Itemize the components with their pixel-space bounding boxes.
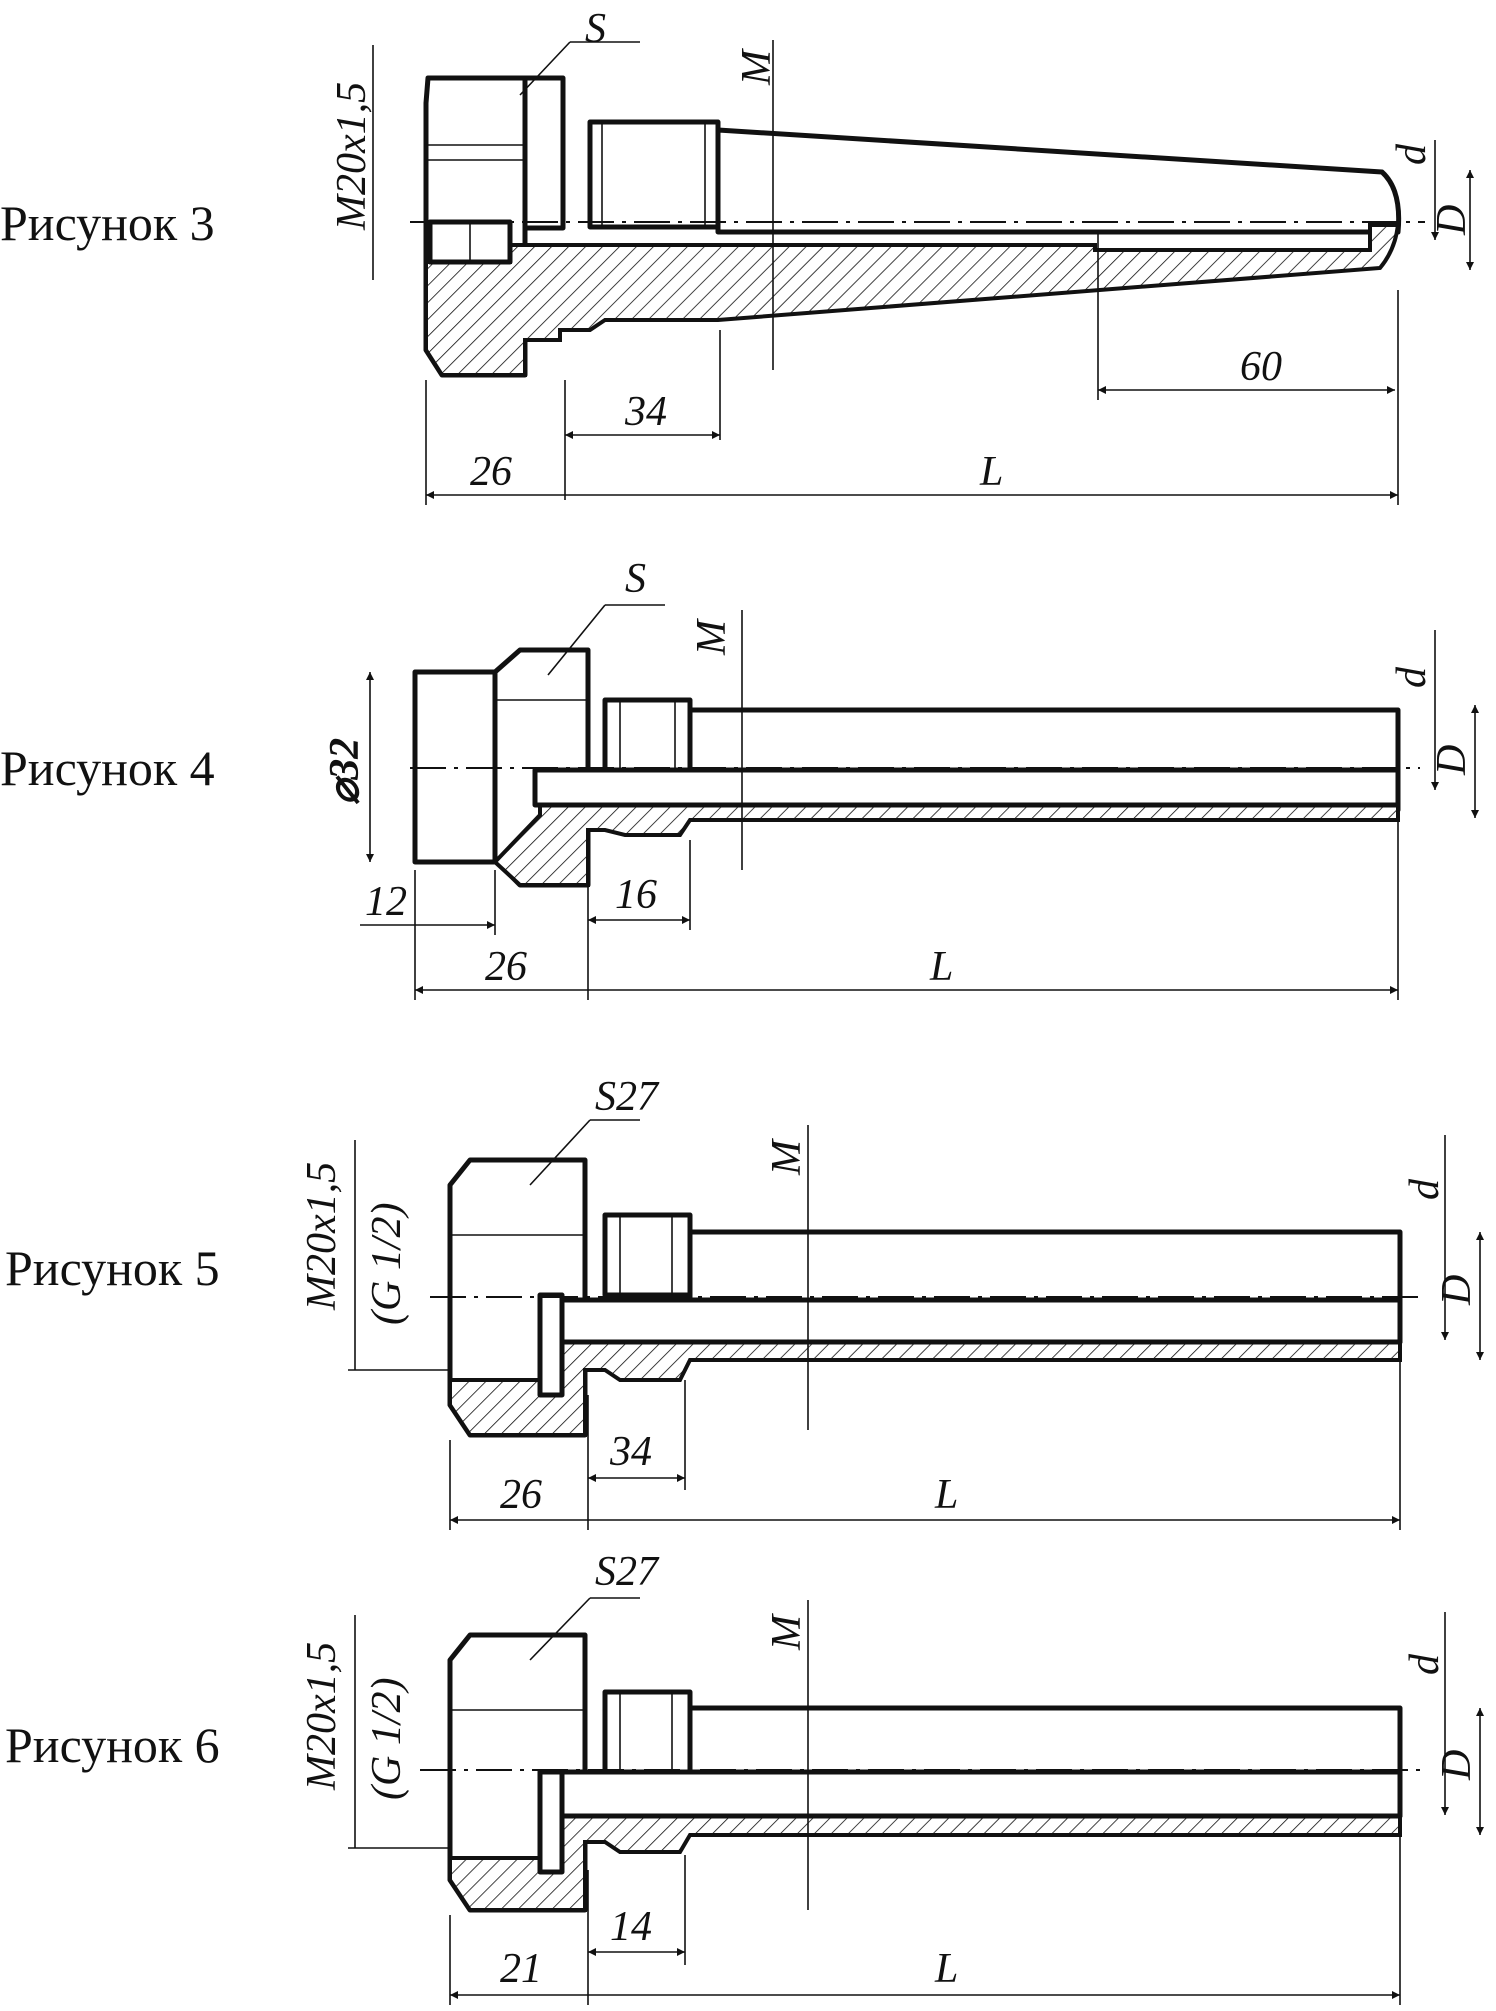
thread [602,1689,693,1775]
thread [587,119,721,230]
dim-length: L [979,449,1003,495]
dim-head: 21 [500,1946,542,1992]
dim-head: 26 [500,1472,542,1518]
section-hatch [424,223,1401,377]
label-thread-alt: (G 1/2) [364,1678,410,1800]
dim-head: 26 [470,449,512,495]
label-diameter: ⌀32 [322,738,368,805]
label-d-small: d [1389,666,1435,688]
dim-flange: 12 [365,879,407,925]
dim-head: 26 [485,944,527,990]
figure-caption: Рисунок 5 [5,1240,220,1296]
label-m: M [764,1138,810,1176]
taper-body [715,127,1402,235]
label-d-big: D [1434,1750,1480,1781]
label-d-small: d [1389,143,1435,165]
label-m: M [689,618,735,656]
figure-caption: Рисунок 4 [0,740,215,796]
label-thread: M20x1,5 [299,1642,345,1791]
label-d-big: D [1434,1275,1480,1306]
label-thread-alt: (G 1/2) [364,1203,410,1325]
label-d-big: D [1429,745,1475,776]
label-thread: M20x1,5 [299,1162,345,1311]
label-d-small: d [1402,1178,1448,1200]
dim-tip: 60 [1240,344,1282,390]
figure-6: Рисунок 6 S27 M20x1,5 (G 1/2) M d D 14 2… [5,1549,1484,2005]
collar [522,75,566,231]
section-hatch [448,1340,1402,1437]
label-s: S27 [595,1074,660,1120]
label-d-big: D [1429,205,1475,236]
label-m: M [764,1613,810,1651]
thread [602,1212,693,1298]
figure-5: Рисунок 5 S27 M20x1,5 (G 1/2) M d D 34 2… [5,1074,1484,1530]
label-thread: M20x1,5 [329,82,375,231]
label-s: S27 [595,1549,660,1595]
figure-3: Рисунок 3 S M20x1,5 M d D 60 [0,6,1475,505]
figure-caption: Рисунок 6 [5,1717,220,1773]
dim-length: L [934,1946,958,1992]
section-hatch [448,1814,1402,1912]
label-s: S [625,556,646,602]
label-s: S [585,6,606,52]
dim-thread-len: 16 [615,872,657,918]
dim-thread-len: 34 [624,389,667,435]
dim-thread-len: 14 [610,1904,652,1950]
dim-thread-len: 34 [609,1429,652,1475]
dim-length: L [934,1472,958,1518]
figure-4: Рисунок 4 S ⌀32 M d D 12 16 26 L [0,556,1479,1000]
figure-caption: Рисунок 3 [0,195,215,251]
label-d-small: d [1402,1653,1448,1675]
dim-length: L [929,944,953,990]
